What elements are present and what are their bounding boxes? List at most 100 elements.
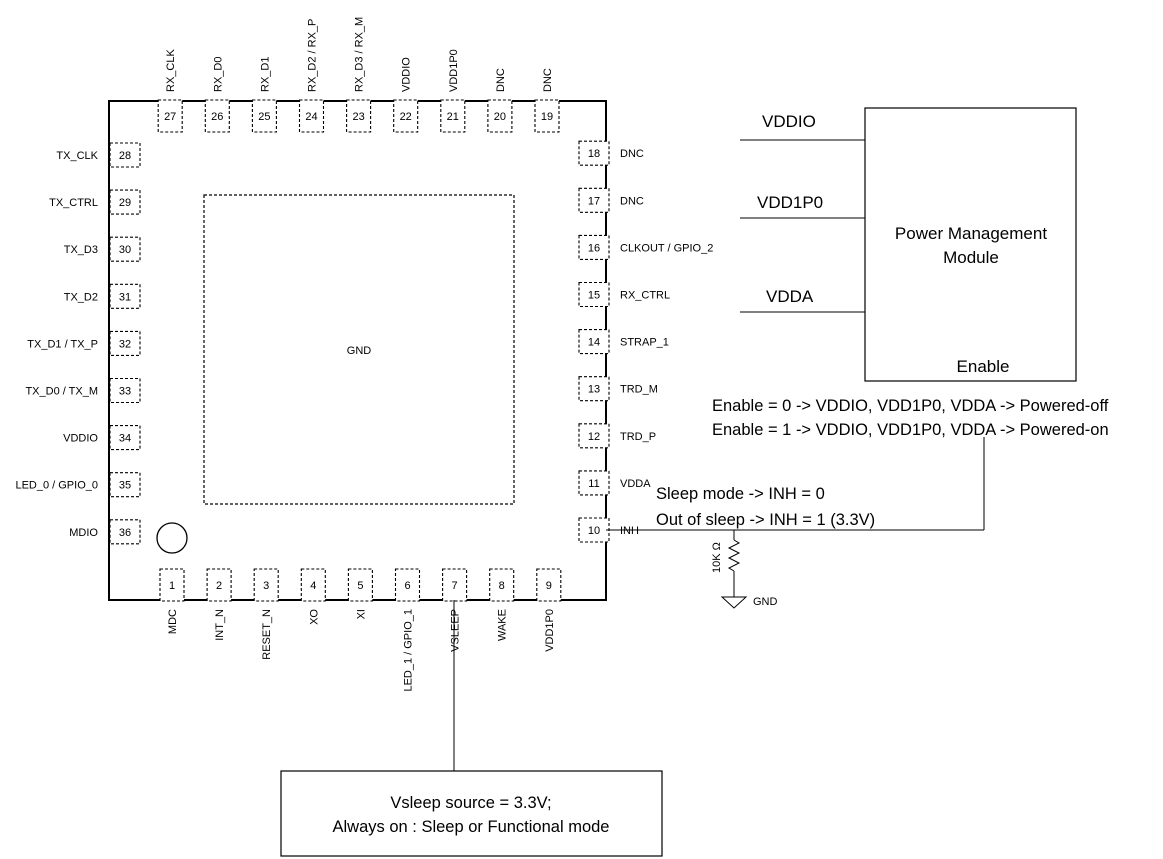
- pin-28-label: TX_CLK: [56, 150, 98, 162]
- vsleep-box-line1: Vsleep source = 3.3V;: [390, 794, 551, 812]
- pin1-indicator-circle: [156, 522, 188, 554]
- pin-25-label: RX_D1: [259, 57, 271, 92]
- pin-26-pad: [204, 99, 230, 133]
- pin-23-label: RX_D3 / RX_M: [354, 17, 366, 92]
- pin-9-label: VDD1P0: [544, 609, 556, 652]
- ground-symbol: [720, 596, 748, 609]
- pin-24-pad: [298, 99, 325, 133]
- rail-vdd1p0-label: VDD1P0: [757, 193, 823, 212]
- pin-35-label: LED_0 / GPIO_0: [15, 480, 98, 492]
- pin-22-pad: [393, 99, 419, 133]
- pin-12-pad: [578, 423, 610, 449]
- pin-22-label: VDDIO: [401, 57, 413, 92]
- pin-27-pad: [157, 99, 183, 133]
- pin-21-pad: [440, 99, 466, 133]
- pin-14-label: STRAP_1: [620, 337, 669, 349]
- pin-14-number: 14: [588, 337, 600, 349]
- pin-35-pad: [109, 472, 141, 498]
- pin-17-label: DNC: [620, 195, 644, 207]
- pin-13-label: TRD_M: [620, 384, 658, 396]
- pin-17-number: 17: [588, 195, 600, 207]
- pin-18-number: 18: [588, 148, 600, 160]
- pin-20-label: DNC: [495, 68, 507, 92]
- note-enable-0: Enable = 0 -> VDDIO, VDD1P0, VDDA -> Pow…: [712, 397, 1109, 415]
- pin-2-label: INT_N: [214, 609, 226, 641]
- pin-28-pad: [109, 142, 141, 168]
- resistor-value-label: 10K Ω: [711, 542, 723, 573]
- note-enable-1: Enable = 1 -> VDDIO, VDD1P0, VDDA -> Pow…: [712, 421, 1109, 439]
- pin-36-number: 36: [119, 527, 131, 539]
- pin-20-number: 20: [494, 111, 506, 123]
- pin-21-number: 21: [447, 111, 459, 123]
- pin-29-number: 29: [119, 197, 131, 209]
- pin-23-pad: [346, 99, 372, 133]
- pin-30-number: 30: [119, 244, 131, 256]
- pin-33-label: TX_D0 / TX_M: [25, 386, 98, 398]
- pin-6-pad: [394, 568, 421, 602]
- pin-29-pad: [109, 189, 141, 215]
- pin-18-label: DNC: [620, 148, 644, 160]
- pin-23-number: 23: [352, 111, 364, 123]
- pin-4-pad: [300, 568, 326, 602]
- pin-29-label: TX_CTRL: [49, 197, 98, 209]
- pin-8-label: WAKE: [497, 609, 509, 641]
- pin-15-label: RX_CTRL: [620, 290, 670, 302]
- pin-34-label: VDDIO: [63, 433, 98, 445]
- pin-15-pad: [578, 281, 610, 308]
- pin-12-number: 12: [588, 431, 600, 443]
- pin-16-number: 16: [588, 242, 600, 254]
- pin-19-pad: [534, 99, 560, 133]
- pin-28-number: 28: [119, 150, 131, 162]
- pin-10-pad: [578, 517, 610, 543]
- resistor-symbol: [727, 539, 741, 572]
- pin-4-label: XO: [308, 609, 320, 625]
- pin-27-number: 27: [164, 111, 176, 123]
- pin-31-number: 31: [119, 291, 131, 303]
- power-management-module: [864, 107, 1077, 382]
- pin-25-number: 25: [258, 111, 270, 123]
- pin-5-number: 5: [357, 580, 363, 592]
- pin-1-number: 1: [169, 580, 175, 592]
- pin-16-label: CLKOUT / GPIO_2: [620, 242, 713, 254]
- pin-7-pad: [442, 568, 468, 602]
- pin-13-number: 13: [588, 384, 600, 396]
- pin-9-pad: [536, 568, 562, 602]
- pin-11-label: VDDA: [620, 478, 651, 490]
- pin-26-number: 26: [211, 111, 223, 123]
- pin-25-pad: [251, 99, 277, 133]
- pin-3-number: 3: [263, 580, 269, 592]
- pin-10-number: 10: [588, 525, 600, 537]
- vsleep-box-line2: Always on : Sleep or Functional mode: [333, 818, 610, 836]
- pin-30-pad: [109, 236, 141, 262]
- pin-26-label: RX_D0: [212, 57, 224, 92]
- pin-21-label: VDD1P0: [448, 49, 460, 92]
- pin-33-number: 33: [119, 386, 131, 398]
- pin-17-pad: [578, 187, 610, 213]
- pin-20-pad: [487, 99, 513, 133]
- center-label: GND: [347, 345, 372, 357]
- pin-19-number: 19: [541, 111, 553, 123]
- pin-15-number: 15: [588, 290, 600, 302]
- rail-vdda-label: VDDA: [766, 287, 814, 306]
- pin-34-number: 34: [119, 433, 131, 445]
- pin-1-pad: [159, 568, 185, 602]
- pin-12-label: TRD_P: [620, 431, 656, 443]
- pin-1-label: MDC: [167, 609, 179, 634]
- pin-9-number: 9: [546, 580, 552, 592]
- pin-11-number: 11: [588, 478, 599, 490]
- pin-6-label: LED_1 / GPIO_1: [403, 609, 415, 692]
- pin-4-number: 4: [310, 580, 316, 592]
- pin-34-pad: [109, 425, 141, 451]
- pin-14-pad: [578, 329, 610, 355]
- pin-8-number: 8: [499, 580, 505, 592]
- pin-36-label: MDIO: [69, 527, 98, 539]
- pin-27-label: RX_CLK: [165, 49, 177, 92]
- pin-8-pad: [489, 568, 515, 602]
- pin-32-label: TX_D1 / TX_P: [27, 338, 98, 350]
- pin-7-number: 7: [452, 580, 458, 592]
- vsleep-source-box: [280, 770, 663, 857]
- pin-24-label: RX_D2 / RX_P: [307, 19, 319, 92]
- pin-5-pad: [347, 568, 373, 602]
- pin-3-pad: [253, 568, 279, 602]
- pin-11-pad: [578, 470, 610, 496]
